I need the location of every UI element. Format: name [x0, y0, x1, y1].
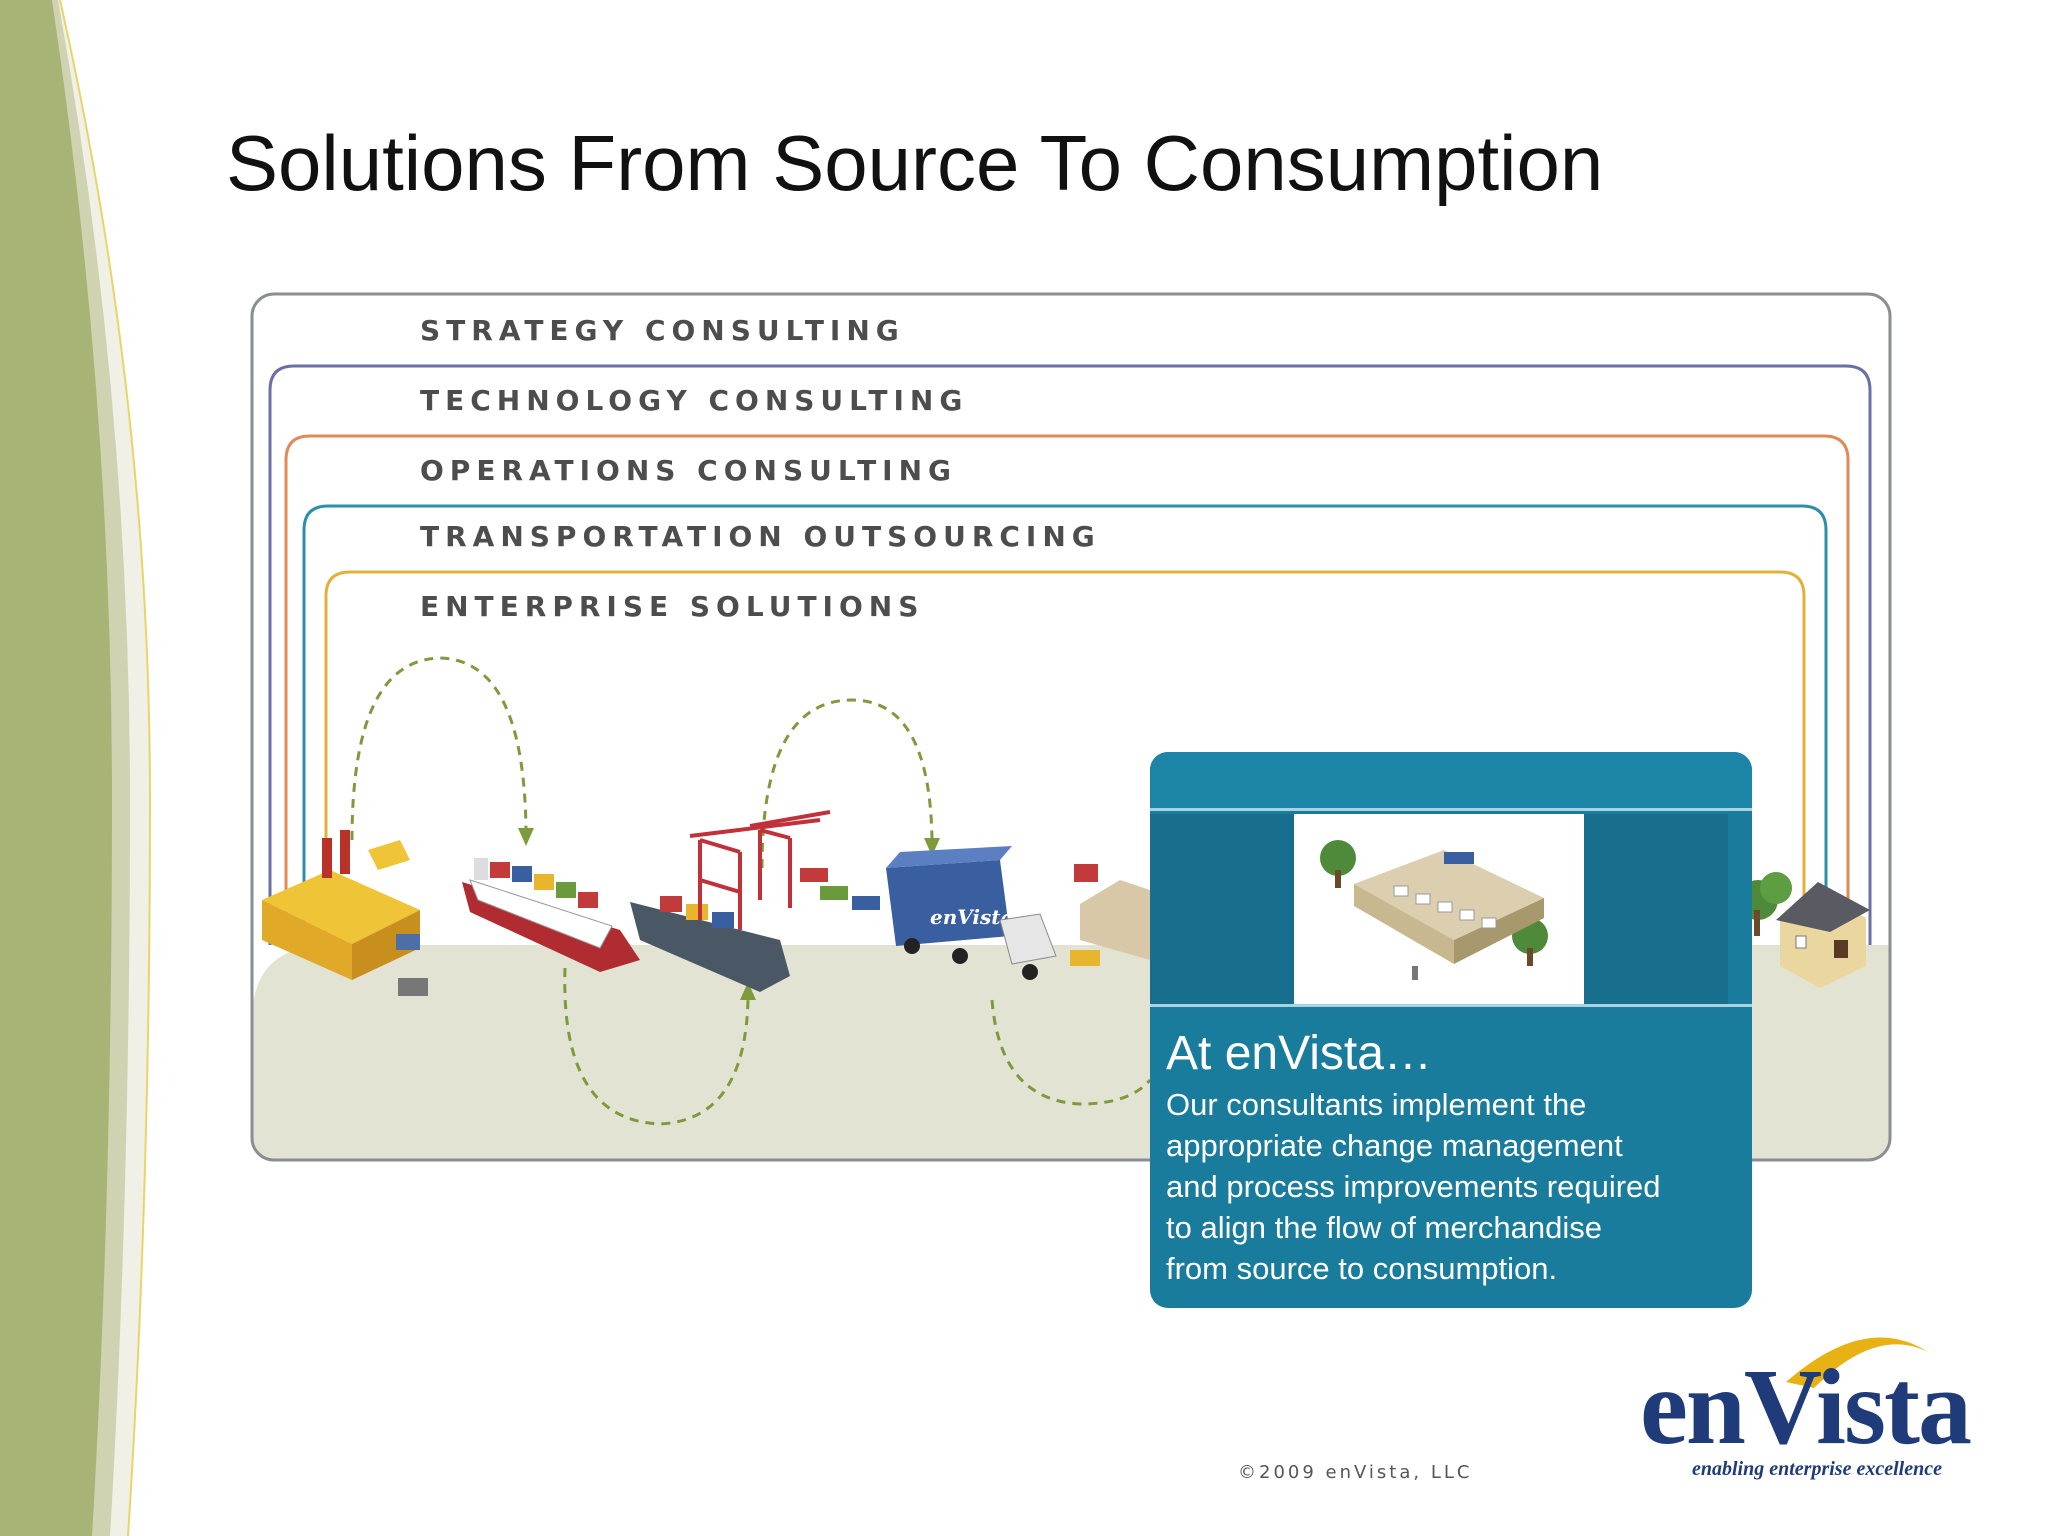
layer-label-strategy: STRATEGY CONSULTING — [420, 314, 905, 347]
callout-heading: At enVista… — [1166, 1027, 1432, 1080]
flow-arrows — [350, 656, 1152, 1126]
layer-label-operations: OPERATIONS CONSULTING — [420, 454, 958, 487]
warehouse-icon — [1080, 880, 1150, 960]
callout-body-line: to align the flow of merchandise — [1166, 1210, 1602, 1245]
callout-body-line: and process improvements required — [1166, 1169, 1661, 1204]
callout-body-line: appropriate change management — [1166, 1128, 1623, 1163]
callout-divider-top — [1150, 808, 1752, 811]
frame-technology — [268, 364, 1872, 945]
home-icon — [1738, 872, 1870, 988]
factory-icon — [262, 830, 428, 996]
callout-top-band — [1150, 752, 1752, 808]
truck-icon: enVista — [886, 846, 1100, 980]
layer-label-technology: TECHNOLOGY CONSULTING — [420, 384, 969, 417]
layer-label-transportation: TRANSPORTATION OUTSOURCING — [420, 520, 1101, 553]
port-crane-icon — [630, 810, 880, 992]
logo-wordmark: enVista — [1640, 1348, 1972, 1467]
logo-tagline: enabling enterprise excellence — [1692, 1458, 1942, 1480]
envista-logo: enVista enabling enterprise excellence — [1636, 1318, 1976, 1488]
frame-enterprise — [324, 570, 1806, 945]
envista-callout: At enVista… Our consultants implement th… — [1150, 752, 1752, 1308]
logo-swoosh-icon — [1786, 1337, 1928, 1388]
frame-operations — [284, 434, 1850, 945]
container-ship-icon — [462, 858, 640, 972]
slide-title: Solutions From Source To Consumption — [226, 119, 1604, 207]
callout-body-line: from source to consumption. — [1166, 1251, 1558, 1286]
frame-transportation — [302, 504, 1828, 945]
side-decoration-band — [0, 0, 152, 1536]
warehouse-image — [1294, 814, 1584, 1004]
layer-label-enterprise: ENTERPRISE SOLUTIONS — [420, 590, 925, 623]
callout-body: Our consultants implement the appropriat… — [1166, 1084, 1736, 1289]
callout-side-panel-right — [1584, 814, 1728, 1004]
warehouse-building-icon — [1320, 840, 1548, 980]
callout-divider-bottom — [1150, 1004, 1752, 1007]
flow-arrowheads — [518, 828, 940, 1000]
callout-side-panel-left — [1150, 814, 1294, 1004]
copyright-notice: ©2009 enVista, LLC — [1238, 1462, 1473, 1483]
callout-body-line: Our consultants implement the — [1166, 1087, 1587, 1122]
frame-strategy — [250, 292, 1892, 1162]
truck-logo-text: enVista — [930, 905, 1014, 929]
